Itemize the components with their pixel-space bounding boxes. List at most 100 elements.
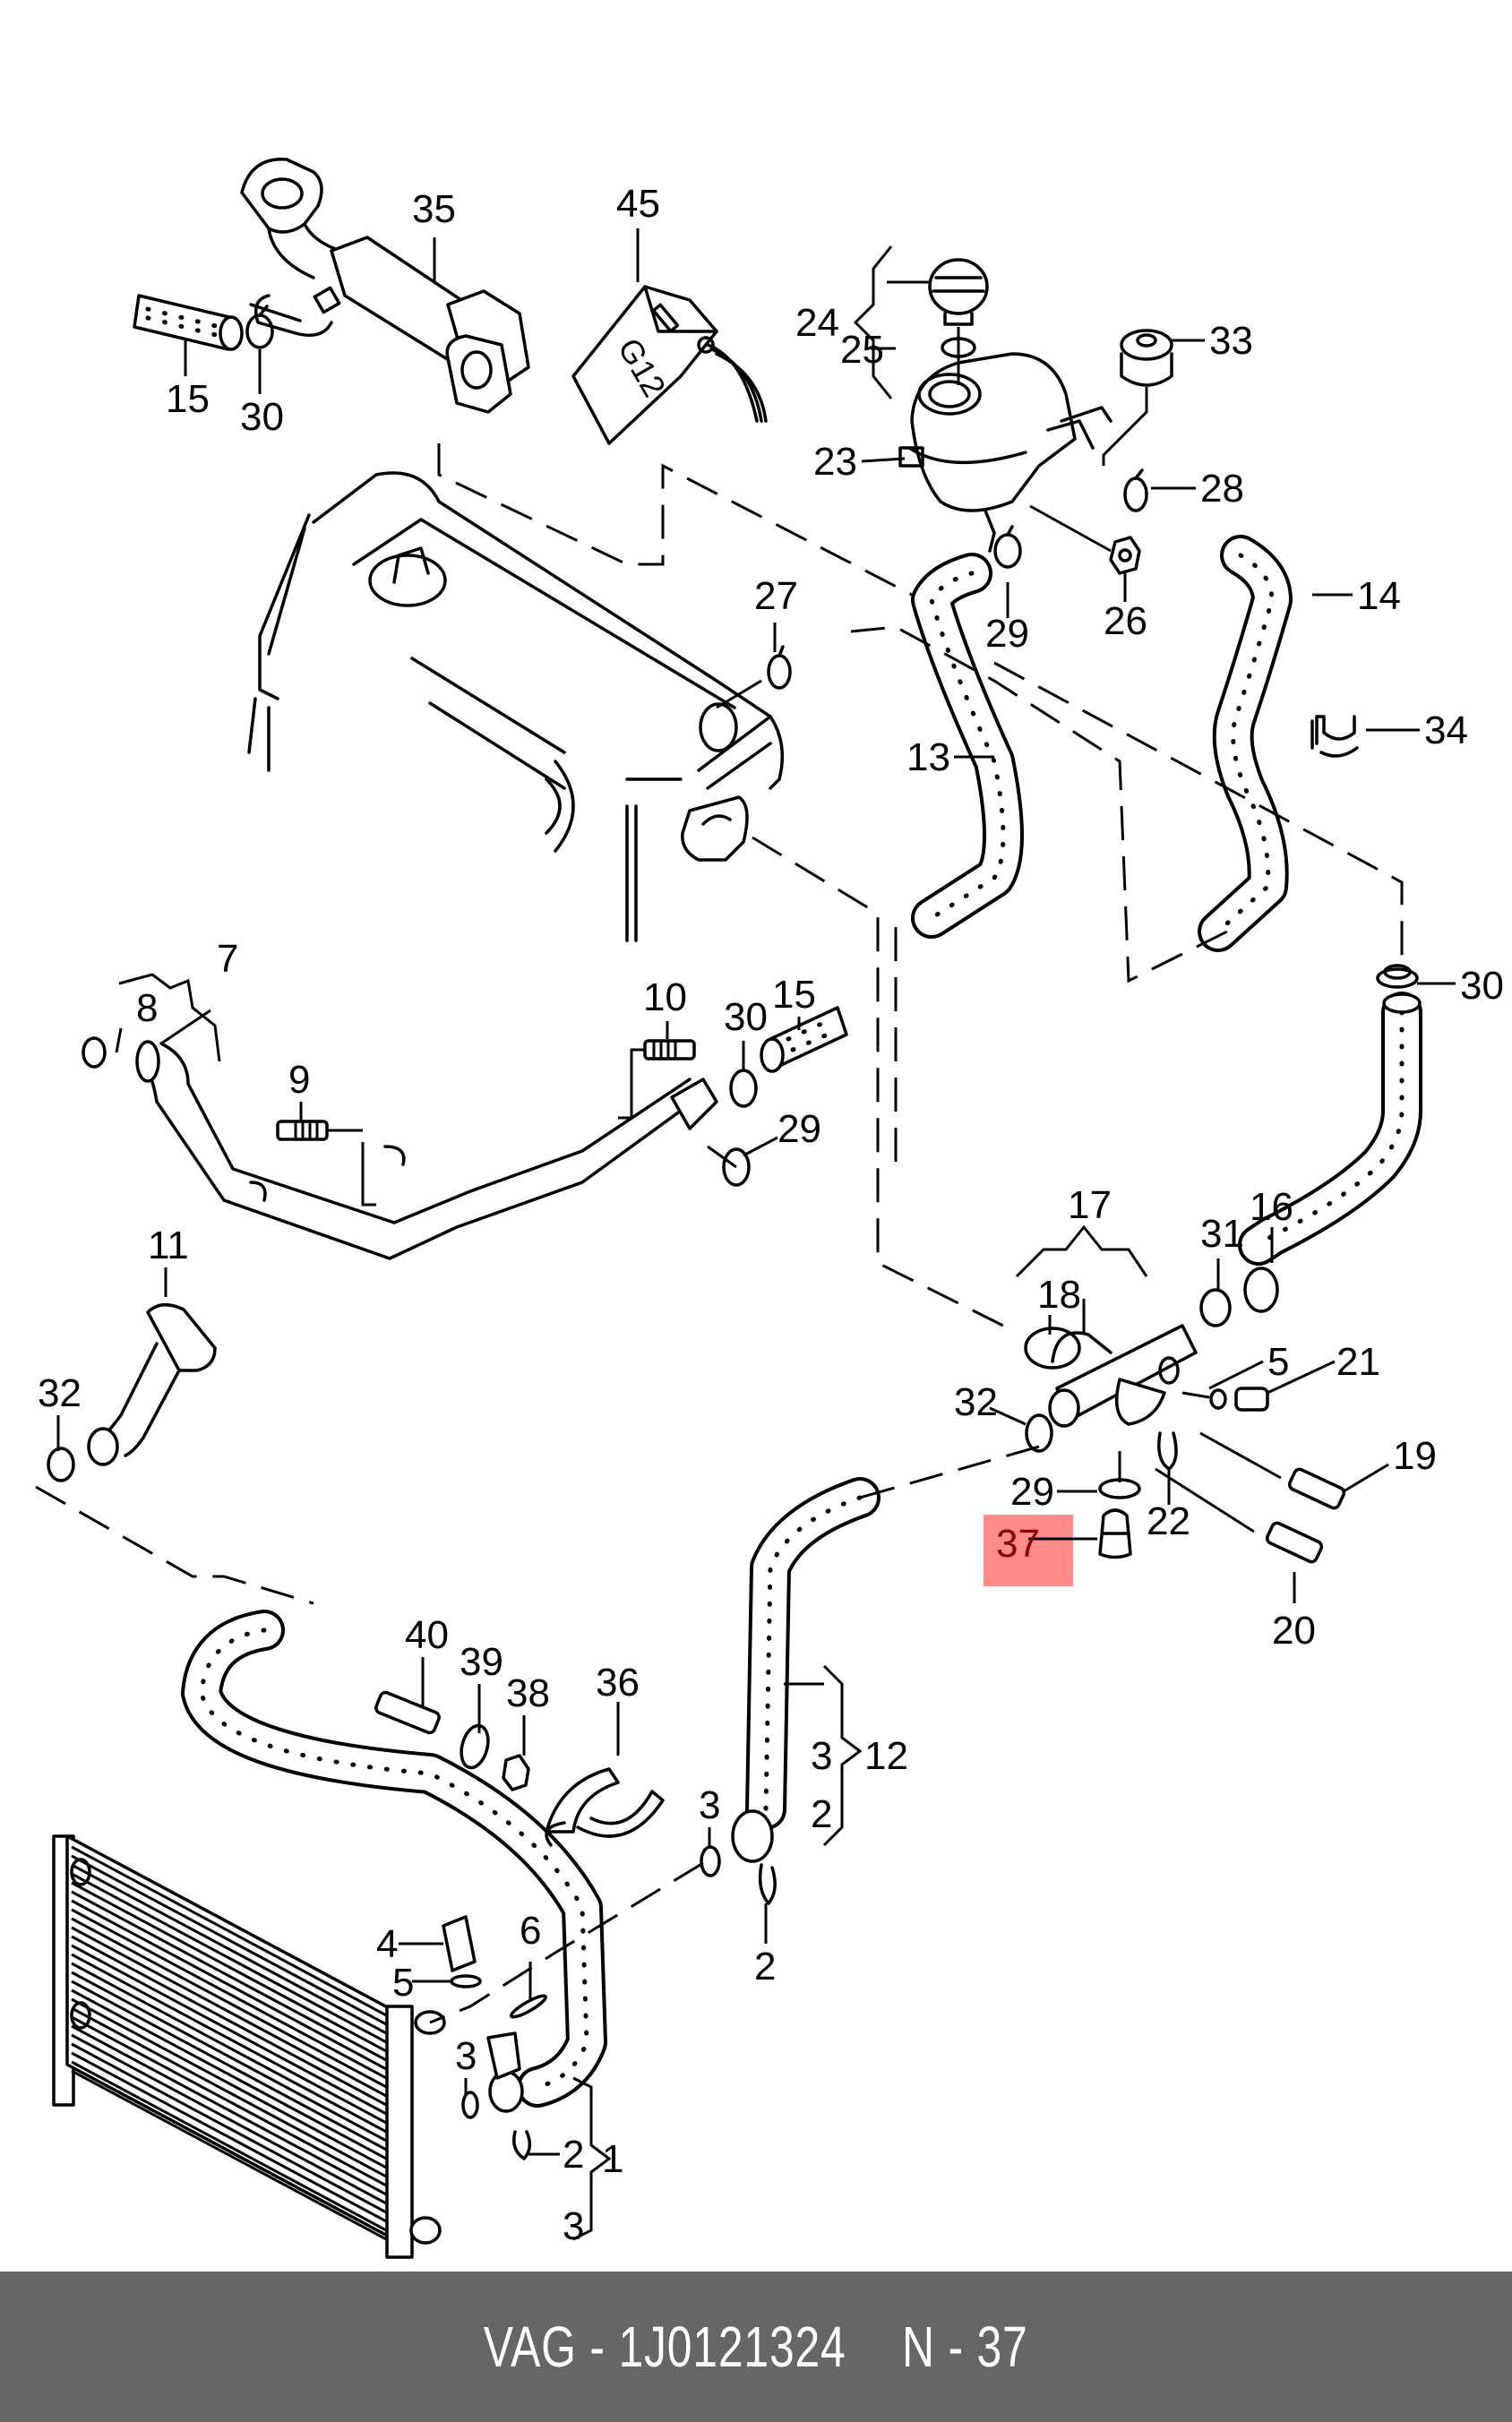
position-prefix: N <box>902 2315 936 2379</box>
callout-12[interactable]: 12 <box>864 1734 908 1778</box>
radiator-fin <box>71 2042 391 2216</box>
part-29-clamp-lower <box>1098 1451 1141 1499</box>
part-40-bolt <box>374 1690 441 1735</box>
radiator-fin <box>71 1899 391 2073</box>
callout-33[interactable]: 33 <box>1209 319 1253 363</box>
callout-19[interactable]: 19 <box>1393 1434 1437 1478</box>
part-3-oring <box>461 2091 479 2119</box>
callout-13[interactable]: 13 <box>906 735 950 779</box>
callout-37[interactable]: 37 <box>996 1522 1040 1566</box>
part-19-bolt <box>1199 1431 1346 1510</box>
callout-2-hose12[interactable]: 2 <box>754 1945 776 1988</box>
part-10-bolt <box>618 1039 696 1120</box>
callout-6[interactable]: 6 <box>520 1909 541 1953</box>
callout-3-radiator[interactable]: 3 <box>455 2034 477 2078</box>
callout-10[interactable]: 10 <box>643 975 687 1019</box>
callout-24[interactable]: 24 <box>795 301 839 345</box>
callout-15-mid[interactable]: 15 <box>772 973 816 1017</box>
callout-38[interactable]: 38 <box>506 1671 550 1715</box>
radiator-fin <box>71 1854 391 2028</box>
callout-15[interactable]: 15 <box>166 377 210 421</box>
part-32-clamp-right <box>1025 1413 1053 1453</box>
part-13-hose <box>911 553 1024 939</box>
part-26-nut <box>1029 504 1141 575</box>
brand: VAG <box>484 2315 578 2379</box>
radiator-fin <box>71 1988 391 2162</box>
part-15-hose-top <box>133 294 244 351</box>
callout-11[interactable]: 11 <box>148 1224 189 1267</box>
part-30-clamp-right <box>1376 964 1419 989</box>
callout-36[interactable]: 36 <box>596 1661 640 1705</box>
callout-21[interactable]: 21 <box>1336 1340 1380 1384</box>
callout-9[interactable]: 9 <box>288 1058 310 1102</box>
parts-diagram: G12 <box>35 158 1504 2259</box>
radiator-fin <box>71 2024 391 2198</box>
callout-4[interactable]: 4 <box>376 1922 398 1966</box>
callout-3-brace1[interactable]: 3 <box>563 2204 584 2248</box>
part-15-hose-mid <box>760 1006 848 1073</box>
radiator-fin <box>71 1980 391 2153</box>
radiator-fin <box>71 1962 391 2135</box>
part-39-clamp <box>460 1723 490 1770</box>
radiator-fin <box>71 1890 391 2064</box>
callout-5-lower[interactable]: 5 <box>392 1961 414 2005</box>
callout-40[interactable]: 40 <box>405 1613 449 1657</box>
callout-31[interactable]: 31 <box>1200 1212 1244 1256</box>
radiator-fin <box>71 1953 391 2126</box>
callout-29[interactable]: 29 <box>985 612 1029 656</box>
callout-34[interactable]: 34 <box>1424 709 1468 752</box>
callout-23[interactable]: 23 <box>813 440 857 484</box>
callout-35[interactable]: 35 <box>412 187 456 231</box>
part-20-bolt <box>1155 1467 1324 1564</box>
radiator-fin <box>71 1971 391 2144</box>
part-14-hose <box>1198 535 1293 952</box>
callout-2-brace12[interactable]: 3 <box>811 1734 832 1778</box>
callout-16[interactable]: 16 <box>1250 1185 1293 1229</box>
radiator <box>52 1834 446 2259</box>
callout-18[interactable]: 18 <box>1037 1273 1081 1317</box>
part-number[interactable]: 1J0121324 <box>618 2315 846 2379</box>
callout-30-right[interactable]: 30 <box>1460 964 1504 1008</box>
radiator-fin <box>71 2069 391 2243</box>
part-36-bracket <box>545 1767 665 1847</box>
brace-24 <box>853 245 930 399</box>
part-5-oring <box>450 1974 482 1988</box>
radiator-fin <box>71 1997 391 2171</box>
radiator-fin <box>71 1881 391 2055</box>
callout-17[interactable]: 17 <box>1068 1183 1112 1227</box>
callout-30[interactable]: 30 <box>240 395 284 439</box>
callout-45[interactable]: 45 <box>616 182 660 226</box>
callout-28[interactable]: 28 <box>1200 467 1244 511</box>
callout-8[interactable]: 8 <box>136 986 158 1030</box>
radiator-fin <box>71 1908 391 2082</box>
callout-32-right[interactable]: 32 <box>954 1380 998 1424</box>
part-9-bolt <box>276 1120 376 1207</box>
brace-17 <box>1015 1224 1148 1278</box>
part-30-clamp-mid <box>729 1069 758 1108</box>
callout-27[interactable]: 27 <box>754 574 798 618</box>
callout-22[interactable]: 22 <box>1147 1499 1190 1543</box>
part-34-clip <box>1310 715 1359 758</box>
radiator-fin <box>71 1917 391 2091</box>
callout-14[interactable]: 14 <box>1357 574 1401 618</box>
callout-20[interactable]: 20 <box>1272 1609 1316 1653</box>
callout-26[interactable]: 26 <box>1104 599 1147 643</box>
callout-32-left[interactable]: 32 <box>38 1371 82 1415</box>
callout-3-hose12[interactable]: 3 <box>699 1783 720 1827</box>
brace-1 <box>572 2076 612 2241</box>
callout-30-mid[interactable]: 30 <box>724 995 768 1039</box>
part-38-nut <box>502 1754 530 1791</box>
radiator-fin <box>71 1863 391 2037</box>
callout-39[interactable]: 39 <box>460 1640 503 1684</box>
callout-1[interactable]: 1 <box>602 2137 623 2181</box>
callout-5-right[interactable]: 5 <box>1267 1340 1289 1384</box>
part-29-clamp-mid <box>707 1145 751 1187</box>
callout-3-brace12[interactable]: 2 <box>811 1792 832 1836</box>
callout-29-lower[interactable]: 29 <box>1010 1470 1054 1514</box>
callout-2-radiator[interactable]: 2 <box>563 2133 584 2177</box>
radiator-fin <box>71 2060 391 2234</box>
part-35-egr-cooler <box>240 158 530 414</box>
callout-29-mid[interactable]: 29 <box>777 1107 821 1151</box>
callout-7[interactable]: 7 <box>217 937 238 981</box>
